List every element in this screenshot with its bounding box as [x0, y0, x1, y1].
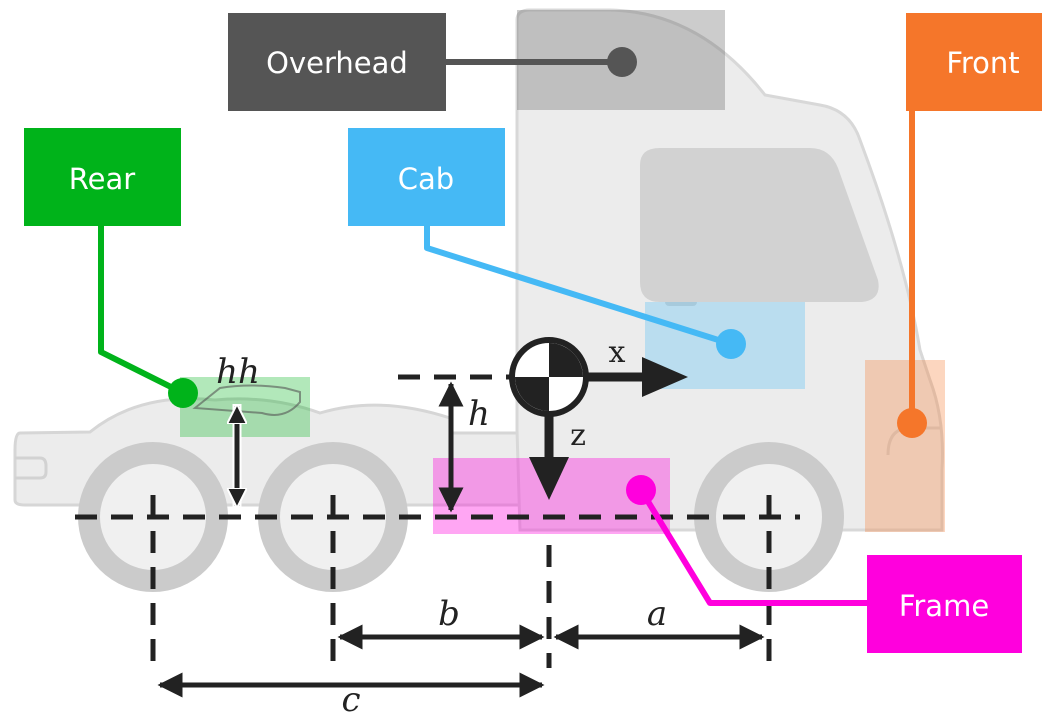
x-axis-arrowhead: [642, 357, 688, 397]
cab-window: [640, 148, 879, 302]
b-label: b: [438, 594, 460, 634]
leader-dots: [168, 47, 927, 505]
rear-leader: [98, 226, 185, 396]
cab-dot: [716, 329, 746, 359]
hh-label: hh: [216, 352, 260, 392]
dimension-arrows: [157, 381, 765, 698]
center-of-gravity: [509, 337, 688, 500]
overhead-label: Overhead: [266, 46, 408, 80]
frame-label-box: Frame: [867, 555, 1022, 653]
front-dot: [897, 408, 927, 438]
z-axis-arrowhead: [529, 457, 569, 500]
cab-leader: [424, 226, 732, 347]
frame-leader: [638, 488, 868, 606]
front-label-box: Front: [906, 13, 1042, 111]
rear-label: Rear: [69, 162, 135, 196]
rear-light: [15, 456, 48, 480]
rear-label-box: Rear: [24, 128, 181, 226]
cab-label: Cab: [398, 162, 454, 196]
h-label: h: [468, 394, 490, 434]
front-label: Front: [946, 46, 1019, 80]
fifth-wheel: [192, 384, 301, 416]
frame-dot: [626, 475, 656, 505]
cg-quadrant-2: [515, 377, 549, 411]
reference-lines: [75, 374, 800, 668]
overhead-dot: [607, 47, 637, 77]
x-axis-label: x: [609, 335, 626, 370]
cg-quadrant-1: [549, 343, 583, 377]
door-handle: [665, 296, 697, 306]
z-axis-label: z: [570, 418, 586, 453]
leader-lines: [98, 59, 915, 606]
rear-dot: [168, 378, 198, 408]
frame-label: Frame: [899, 589, 989, 623]
overhead-label-box: Overhead: [228, 13, 446, 111]
cab-label-box: Cab: [348, 128, 505, 226]
front-region: [865, 360, 945, 532]
c-label: c: [341, 680, 360, 717]
a-label: a: [647, 594, 667, 634]
